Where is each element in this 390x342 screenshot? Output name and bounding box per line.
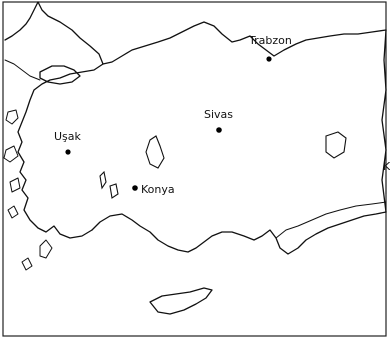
eastern-border: [381, 29, 387, 213]
city-dot-trabzon: [266, 56, 272, 62]
lake-van: [325, 131, 347, 159]
island-1: [5, 109, 19, 125]
lake-egirdir: [99, 170, 107, 190]
southern-border: [275, 201, 387, 239]
aegean-coastline: [17, 63, 104, 239]
lake-tuz: [145, 135, 165, 169]
city-label-usak: Uşak: [54, 130, 82, 143]
black-sea-coastline: [102, 21, 387, 65]
cyprus-island: [149, 287, 213, 315]
city-label-trabzon: Trabzon: [248, 34, 292, 47]
island-3: [9, 177, 21, 193]
marmara-sea: [39, 65, 81, 85]
island-5: [39, 239, 53, 259]
mediterranean-coastline: [91, 211, 387, 255]
compass-label: K: [383, 160, 390, 173]
island-4: [7, 205, 19, 219]
thrace-inner-border: [4, 59, 41, 81]
city-dot-sivas: [216, 127, 222, 133]
thrace-coastline: [4, 1, 104, 65]
city-label-konya: Konya: [141, 183, 175, 196]
island-6: [21, 257, 33, 271]
city-dot-konya: [132, 185, 138, 191]
city-dot-usak: [65, 149, 71, 155]
island-2: [3, 145, 19, 163]
lake-beysehir: [109, 183, 119, 199]
city-label-sivas: Sivas: [204, 108, 233, 121]
map-frame: [2, 1, 387, 337]
